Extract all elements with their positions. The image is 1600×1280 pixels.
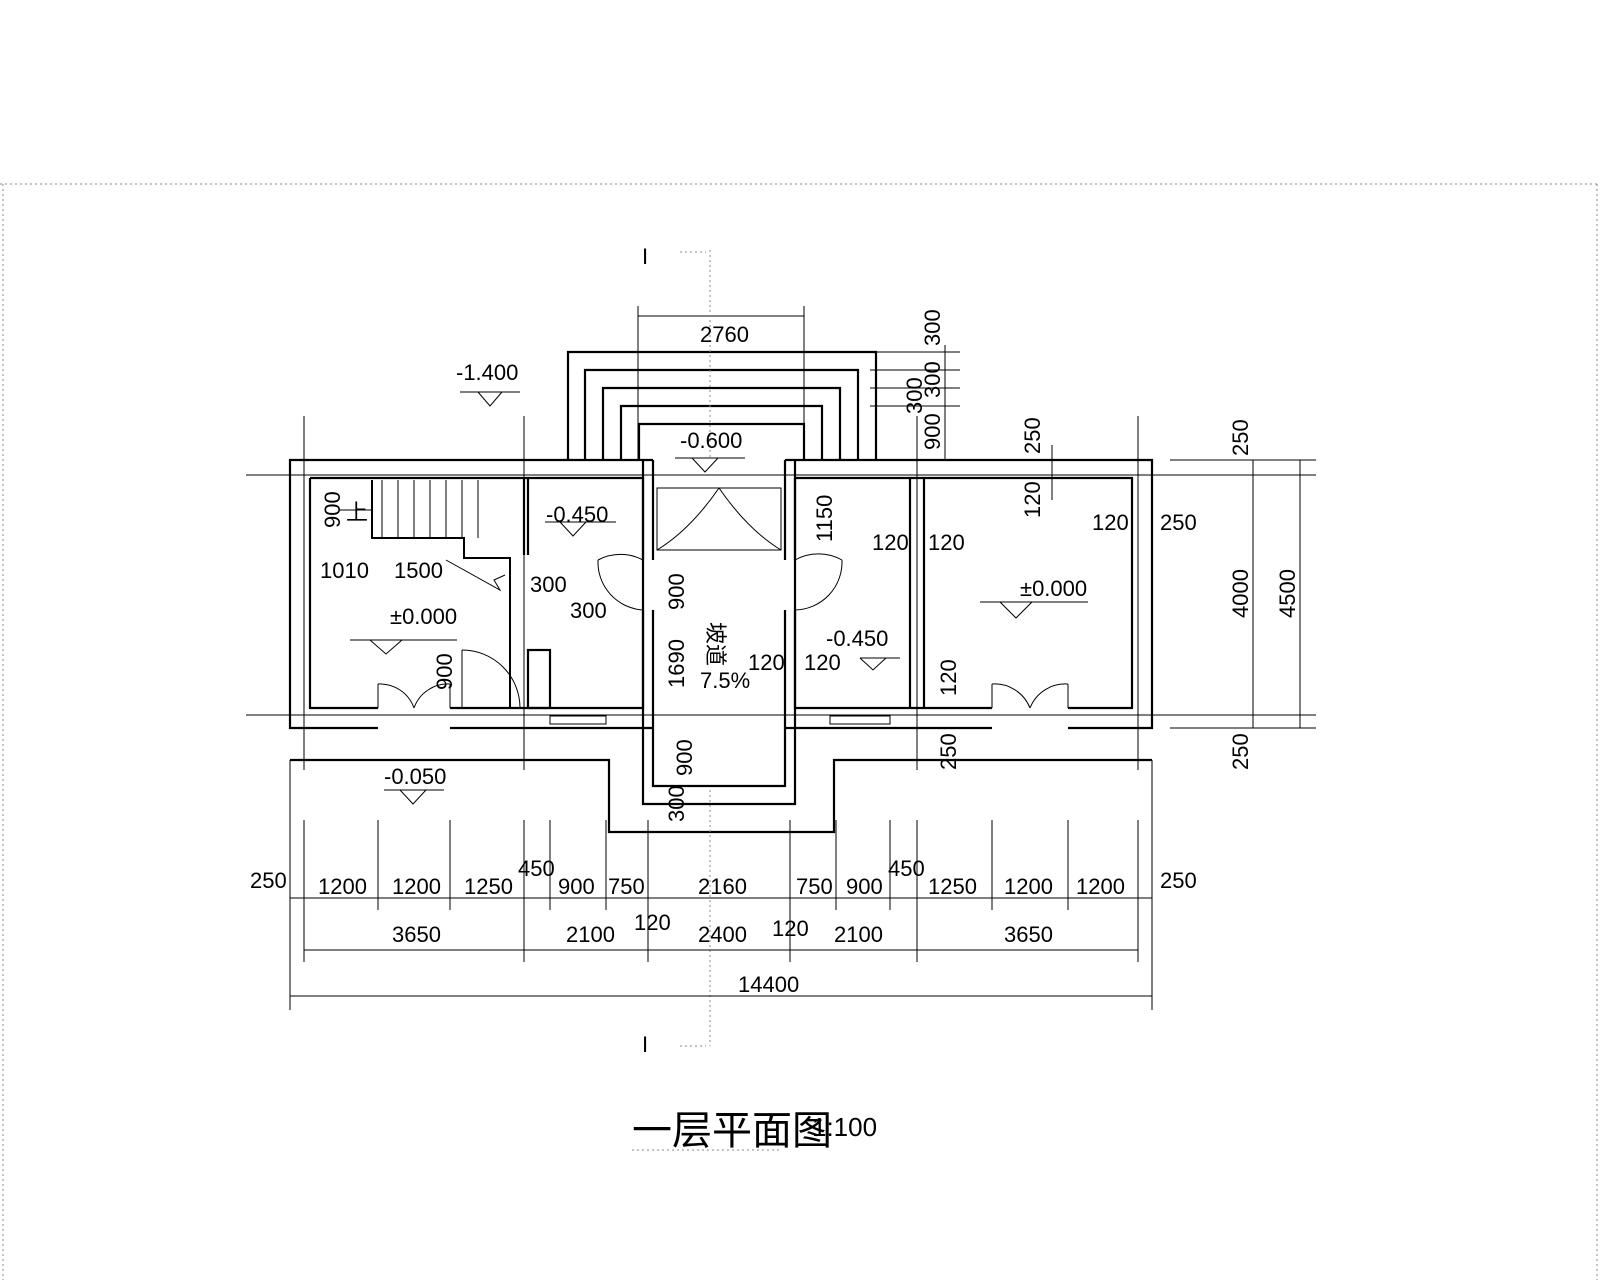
elevation-entry: -0.600 [680,428,742,453]
dim-row1-14: 250 [1160,868,1197,893]
dim-right-mid: 4000 [1228,569,1253,618]
elevation-room-left: ±0.000 [390,604,457,629]
dim-row1-0: 250 [250,868,287,893]
dim-inner-250-b: 250 [936,733,961,770]
dim-row1-5: 900 [558,874,595,899]
dim-row2-1: 2100 [566,922,615,947]
dim-inner-900-c: 900 [432,653,457,690]
dim-inner-120-a: 120 [1020,481,1045,518]
exterior-walls [288,458,1154,730]
dim-inner-120-f: 120 [804,650,841,675]
doors [377,487,1069,725]
dim-right-top-0: 300 [920,309,945,346]
dim-inner-1010: 1010 [320,558,369,583]
stair [340,480,511,708]
elevation-terrace: -0.050 [384,764,446,789]
dim-inner-120-b: 120 [1092,510,1129,535]
dim-row1-3: 1250 [464,874,513,899]
section-mark-top: I [642,244,648,269]
dim-row2-4: 120 [772,916,809,941]
dim-inner-120-d: 120 [928,530,965,555]
stair-label: 上 [346,500,368,525]
dim-row2-6: 3650 [1004,922,1053,947]
dim-row1-4: 450 [518,856,555,881]
front-terrace [290,728,1152,834]
dim-row1-8: 750 [796,874,833,899]
dim-row1-11: 1250 [928,874,977,899]
dim-row1-10: 450 [888,856,925,881]
ramp-label: 坡道 [703,622,728,666]
dim-right-a: 250 [1228,419,1253,456]
dim-total: 14400 [738,972,799,997]
dim-inner-250-a: 250 [1020,417,1045,454]
dim-row1-12: 1200 [1004,874,1053,899]
dim-inner-1690: 1690 [664,639,689,688]
drawing-title: 一层平面图 [632,1109,832,1153]
drawing-scale: 1:100 [812,1112,877,1142]
dim-row1-1: 1200 [318,874,367,899]
dim-right-top-1: 300 [920,361,945,398]
elevation-room-right: ±0.000 [1020,576,1087,601]
dim-inner-120-g: 120 [936,659,961,696]
dim-inner-900-b: 900 [664,573,689,610]
dim-inner-1500: 1500 [394,558,443,583]
dimension-lines [289,250,1316,1151]
dim-inner-120-e: 120 [748,650,785,675]
dim-right-top-3: 900 [920,413,945,450]
elevation-markers [350,391,1088,805]
dim-right-bottom: 250 [1228,733,1253,770]
dim-inner-300-c: 300 [664,785,689,822]
dim-inner-900-d: 900 [672,739,697,776]
dim-top-width: 2760 [700,322,749,347]
dim-row2-0: 3650 [392,922,441,947]
elevation-room-right-mid: -0.450 [826,626,888,651]
dim-row1-2: 1200 [392,874,441,899]
dim-row1-7: 2160 [698,874,747,899]
section-mark-bottom: I [642,1032,648,1057]
dim-right-b: 250 [1160,510,1197,535]
dim-row1-13: 1200 [1076,874,1125,899]
dim-inner-300-b: 300 [570,598,607,623]
dim-inner-900-a: 900 [320,491,345,528]
sheet-border [0,183,1600,1280]
dim-inner-300-a: 300 [530,572,567,597]
dim-row2-3: 2400 [698,922,747,947]
ramp-slope: 7.5% [700,668,750,693]
dim-row2-2: 120 [634,910,671,935]
dim-row1-6: 750 [608,874,645,899]
dim-row2-5: 2100 [834,922,883,947]
elevation-outside-top: -1.400 [456,360,518,385]
elevation-room-left-mid: -0.450 [546,502,608,527]
dim-right-total: 4500 [1275,569,1300,618]
dim-inner-1150: 1150 [812,495,837,542]
axis-lines [246,416,1316,770]
dim-row1-9: 900 [846,874,883,899]
dim-inner-120-c: 120 [872,530,909,555]
dim-right-top-2: 300 [902,377,927,414]
